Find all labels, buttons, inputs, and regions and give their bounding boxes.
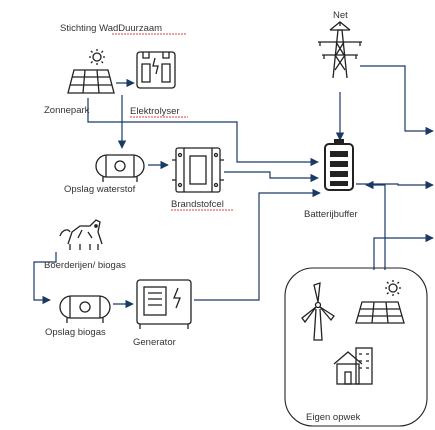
elektrolyser-label: Elektrolyser	[130, 106, 180, 117]
pylon-icon	[318, 21, 362, 79]
connectors	[33, 65, 434, 309]
solar-panel-icon	[67, 49, 115, 94]
connector-farm-biogastank	[33, 252, 57, 305]
hydrogen-tank-icon	[95, 154, 145, 182]
generator-label: Generator	[133, 337, 176, 348]
connector-eigenopwek-battery	[365, 180, 386, 270]
opslag-biogas-label: Opslag biogas	[45, 327, 106, 338]
zonnepark-label: Zonnepark	[44, 105, 90, 116]
electrolyser-icon	[136, 51, 176, 89]
opslag-waterstof-label: Opslag waterstof	[64, 184, 136, 195]
solar-panel-icon	[355, 280, 405, 324]
connector-generator-battery	[194, 188, 321, 301]
fuel-cell-icon	[172, 147, 224, 193]
stichting-label: Stichting WadDuurzaam	[60, 23, 162, 34]
eigen-opwek-label: Eigen opwek	[306, 412, 361, 423]
house-icon	[333, 347, 373, 385]
connector-net-out	[360, 65, 434, 136]
connector-battery-out	[356, 180, 434, 190]
boerderijen-label: Boerderijen/ biogas	[44, 260, 126, 271]
connector-solar-battery	[87, 98, 319, 167]
connector-fuelcell-battery	[224, 171, 319, 183]
net-label: Net	[333, 10, 348, 21]
farm-animals-icon	[59, 219, 103, 250]
battery-icon	[324, 139, 354, 191]
eigen-opwek-box	[284, 267, 428, 427]
biogas-tank-icon	[59, 295, 111, 323]
connector-eigenopwek-out	[373, 233, 434, 270]
wind-turbine-icon	[301, 282, 335, 341]
batterijbuffer-label: Batterijbuffer	[304, 209, 358, 220]
brandstofcel-label: Brandstofcel	[171, 199, 224, 210]
generator-icon	[136, 279, 192, 329]
